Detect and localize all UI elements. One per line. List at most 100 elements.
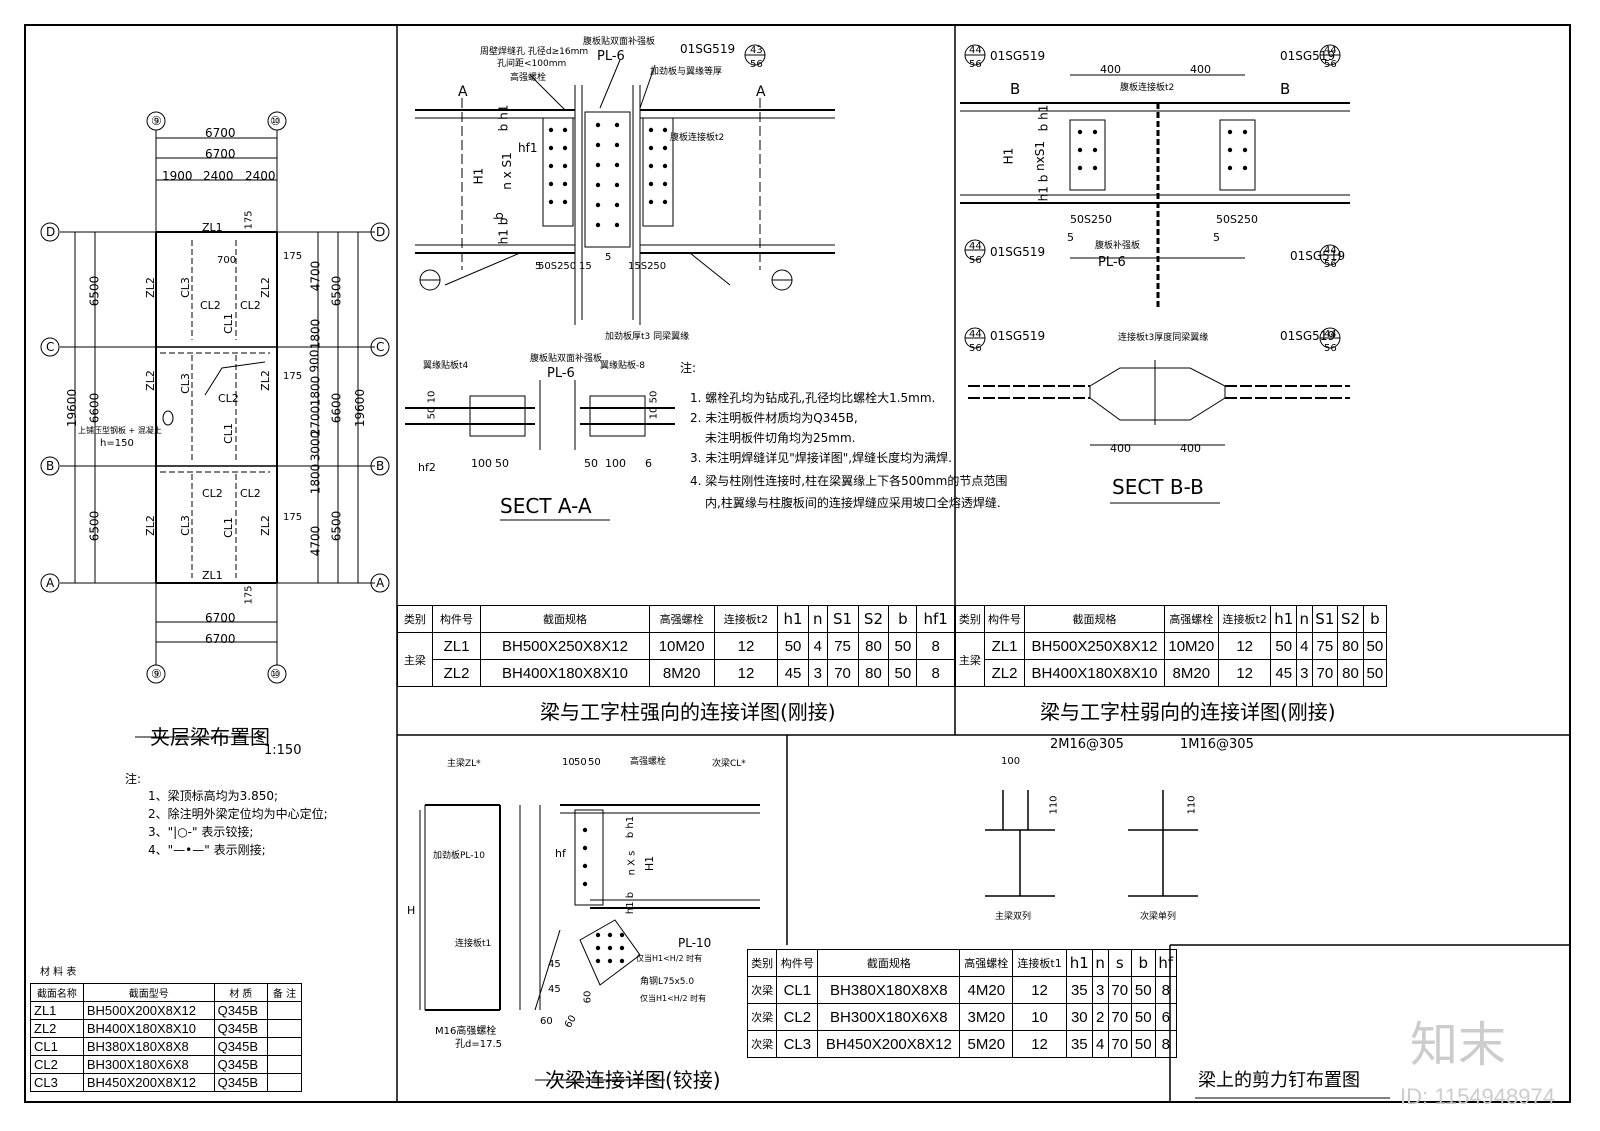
weak-label: 44 xyxy=(969,45,982,56)
weak-label: 44 xyxy=(1324,245,1337,256)
table-header: 类别 xyxy=(746,949,778,977)
dim-right-4: 1800 xyxy=(308,375,323,407)
table-cell: 10M20 xyxy=(1163,632,1219,660)
stud-double-spacing: 100 xyxy=(1001,756,1021,767)
table-row: ZL2 BH400X180X8X10 Q345B xyxy=(30,1019,302,1038)
grid-bubble-9-bottom: ⑨ xyxy=(151,667,162,681)
table-cell: CL1 xyxy=(776,976,819,1004)
beam-label: CL2 xyxy=(240,299,261,312)
beam-label: CL3 xyxy=(178,277,192,298)
table-cell: ZL1 xyxy=(431,632,482,660)
table-cell: 4 xyxy=(1091,1030,1109,1058)
beam-label: ZL2 xyxy=(258,370,272,391)
strong-detail-title: 梁与工字柱强向的连接详图(刚接) xyxy=(540,700,836,724)
table-cell: 5M20 xyxy=(959,1030,1014,1058)
beam-label: CL2 xyxy=(240,487,261,500)
weak-label: 01SG519 xyxy=(990,49,1046,63)
beam-label: CL3 xyxy=(178,515,192,536)
strong-note: 3. 未注明焊缝详见"焊接详图",焊缝长度均为满焊. xyxy=(690,451,952,465)
table-cell: 8 xyxy=(916,659,955,687)
table-cell: CL3 xyxy=(776,1030,819,1058)
grid-bubble-b-left: B xyxy=(46,459,55,473)
table-row: 主梁 ZL1 BH500X250X8X12 10M20 12 50 4 75 8… xyxy=(397,632,955,687)
strong-label: 15S250 xyxy=(628,261,667,272)
strong-label: 5 xyxy=(605,252,612,263)
table-row: ZL1 BH500X200X8X12 Q345B xyxy=(30,1001,302,1020)
table-cell: 80 xyxy=(857,632,890,660)
dim-bottom-1: 6700 xyxy=(205,611,236,625)
table-header: S1 xyxy=(826,605,859,633)
mat-cell: BH380X180X8X8 xyxy=(82,1037,215,1056)
beam-label: CL1 xyxy=(221,423,235,444)
weak-label: 44 xyxy=(969,241,982,252)
bolt-hole-mark xyxy=(619,932,625,938)
table-row: 次梁 CL3 BH450X200X8X12 5M20 12 35 4 70 50… xyxy=(746,1030,1177,1058)
secondary-beam-detail xyxy=(419,804,760,1081)
sect-aa-label: 6 xyxy=(645,457,652,470)
beam-label: ZL1 xyxy=(202,569,223,582)
mat-cell xyxy=(267,1001,302,1020)
opening-label: 上铺压型钢板 + 混凝土 xyxy=(78,426,162,435)
strong-label: 56 xyxy=(750,59,763,70)
stud-detail-title: 梁上的剪力钉布置图 xyxy=(1198,1070,1360,1091)
mat-cell: BH400X180X8X10 xyxy=(82,1019,215,1038)
mat-cell xyxy=(267,1019,302,1038)
table-cell: 10M20 xyxy=(648,632,715,660)
bolt-hole-mark xyxy=(662,181,668,187)
table-cell: 50 xyxy=(1131,976,1156,1004)
bolt-hole-mark xyxy=(562,163,568,169)
bolt-hole-mark xyxy=(619,945,625,951)
secondary-label: 角钢L75x5.0 xyxy=(640,977,695,987)
secondary-label: hf xyxy=(555,847,566,860)
table-header: h1 xyxy=(1065,949,1093,977)
grid-bubble-b-right: B xyxy=(376,459,385,473)
table-header: 类别 xyxy=(397,605,433,633)
dim-misc-6: 175 xyxy=(243,585,255,605)
mat-cell: Q345B xyxy=(213,1001,269,1020)
beam-label: ZL2 xyxy=(258,277,272,298)
beam-label: CL3 xyxy=(178,373,192,394)
table-row: ZL2 BH400X180X8X10 8M20 12 45 3 70 80 50 xyxy=(956,659,1388,687)
dim-misc-4: 175 xyxy=(283,371,303,382)
dim-right-6: 3000 xyxy=(308,430,323,462)
table-cell: 8 xyxy=(1154,1030,1177,1058)
table-row: CL2 BH300X180X6X8 Q345B xyxy=(30,1055,302,1074)
table-header: 高强螺栓 xyxy=(959,949,1014,977)
bolt-hole-mark xyxy=(1092,165,1098,171)
secondary-label: n X s xyxy=(626,850,638,876)
secondary-label: b h1 xyxy=(625,815,637,839)
strong-notes-title: 注: xyxy=(680,361,697,375)
table-header: 截面规格 xyxy=(1024,605,1165,633)
table-cell: 70 xyxy=(826,659,859,687)
layout-note: 2、除注明外梁定位均为中心定位; xyxy=(148,807,328,821)
weak-label: 400 xyxy=(1100,63,1121,76)
secondary-label: 45 xyxy=(548,984,561,995)
table-cell: BH400X180X8X10 xyxy=(1024,659,1165,687)
table-header: hf1 xyxy=(916,605,955,633)
table-cell: ZL2 xyxy=(983,659,1026,687)
table-cell: BH450X200X8X12 xyxy=(817,1030,961,1058)
table-cell: 75 xyxy=(826,632,859,660)
layout-plan xyxy=(40,111,390,738)
bolt-hole-mark xyxy=(595,202,601,208)
weak-label: 56 xyxy=(969,255,982,266)
table-cell: 次梁 xyxy=(746,976,778,1004)
secondary-label: 连接板t1 xyxy=(455,939,492,949)
strong-label: b h1 xyxy=(496,104,511,132)
beam-label: ZL2 xyxy=(143,277,157,298)
mat-cell: Q345B xyxy=(213,1037,269,1056)
bolt-hole-mark xyxy=(1227,129,1233,135)
bolt-hole-mark xyxy=(1092,129,1098,135)
table-cell: 3 xyxy=(1091,976,1109,1004)
bolt-hole-mark xyxy=(619,958,625,964)
bolt-hole-mark xyxy=(595,222,601,228)
mat-cell xyxy=(267,1073,302,1092)
sect-aa-label: 50 xyxy=(584,457,598,470)
layout-plan-title: 夹层梁布置图 xyxy=(150,725,270,749)
table-cell: 4 xyxy=(807,632,828,660)
sect-aa-label: 翼缘贴板-8 xyxy=(600,361,645,371)
table-cell: 45 xyxy=(1270,659,1298,687)
mat-cell: BH450X200X8X12 xyxy=(82,1073,215,1092)
dim-right-11: 6500 xyxy=(329,510,344,542)
